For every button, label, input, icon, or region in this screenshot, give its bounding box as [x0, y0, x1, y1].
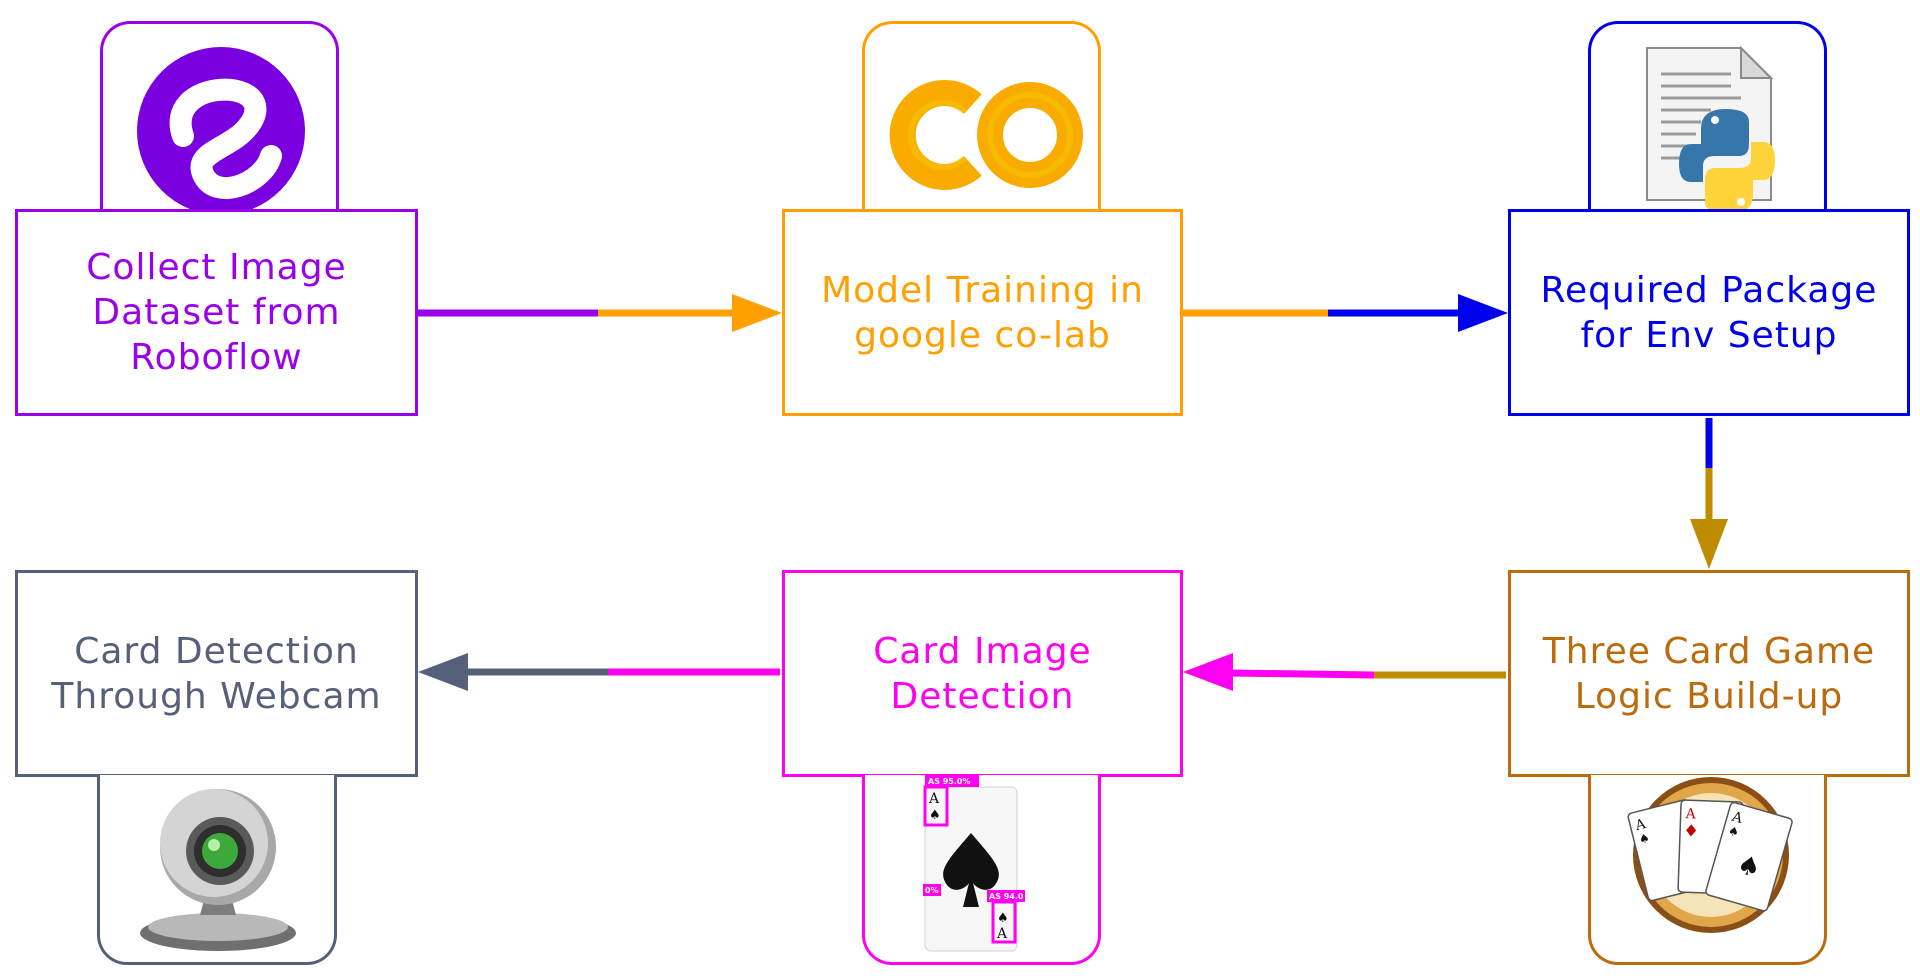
step-detect-label: Card Image Detection	[873, 630, 1092, 717]
card-right-rank: A	[1729, 809, 1745, 828]
card-detection-icon-box: AS 95.0% A ♠ 0% AS 94.0 ♠ A	[862, 775, 1101, 965]
card-rank-bottom: A	[996, 926, 1008, 942]
step-game-logic: Three Card Game Logic Build-up	[1508, 570, 1910, 777]
card-suit-top: ♠	[929, 808, 941, 823]
python-file-icon-box	[1588, 21, 1827, 214]
step-env-setup: Required Package for Env Setup	[1508, 209, 1910, 416]
step-collect-dataset: Collect Image Dataset from Roboflow	[15, 209, 418, 416]
detection-label-2: 0%	[925, 886, 939, 895]
step-model-training: Model Training in google co-lab	[782, 209, 1183, 416]
step-setup-label: Required Package for Env Setup	[1540, 269, 1878, 356]
arrow-logic-to-detect	[1183, 653, 1506, 691]
three-playing-cards-icon: A ♠ A A ♠ ♠	[1627, 777, 1793, 933]
colab-icon-box	[862, 21, 1101, 211]
webcam-icon	[140, 789, 296, 951]
step-webcam-detection: Card Detection Through Webcam	[15, 570, 418, 777]
detection-label-3: AS 94.0	[989, 892, 1024, 901]
arrow-detect-to-webcam	[418, 653, 780, 691]
detection-label-1: AS 95.0%	[928, 777, 971, 786]
cards-icon-box: A ♠ A A ♠ ♠	[1588, 775, 1827, 965]
arrow-collect-to-train	[418, 294, 782, 332]
card-left-suit: ♠	[1637, 831, 1651, 847]
arrow-train-to-setup	[1183, 294, 1508, 332]
arrow-setup-to-logic	[1690, 418, 1728, 569]
step-collect-label: Collect Image Dataset from Roboflow	[86, 247, 347, 378]
roboflow-icon-box	[100, 21, 339, 214]
google-colab-logo-icon	[889, 80, 1083, 190]
python-file-icon	[1646, 45, 1775, 214]
card-suit-bottom: ♠	[997, 911, 1009, 926]
ace-of-spades-detection-icon: AS 95.0% A ♠ 0% AS 94.0 ♠ A	[923, 775, 1025, 952]
step-webcam-label: Card Detection Through Webcam	[51, 630, 382, 717]
step-train-label: Model Training in google co-lab	[821, 269, 1144, 356]
card-middle-rank: A	[1684, 806, 1697, 822]
step-card-detection: Card Image Detection	[782, 570, 1183, 777]
card-right-suit-small: ♠	[1727, 823, 1741, 839]
card-rank-top: A	[928, 791, 940, 807]
roboflow-logo-icon	[137, 47, 305, 214]
webcam-icon-box	[97, 775, 337, 965]
step-logic-label: Three Card Game Logic Build-up	[1542, 630, 1876, 717]
card-left-rank: A	[1633, 816, 1649, 834]
